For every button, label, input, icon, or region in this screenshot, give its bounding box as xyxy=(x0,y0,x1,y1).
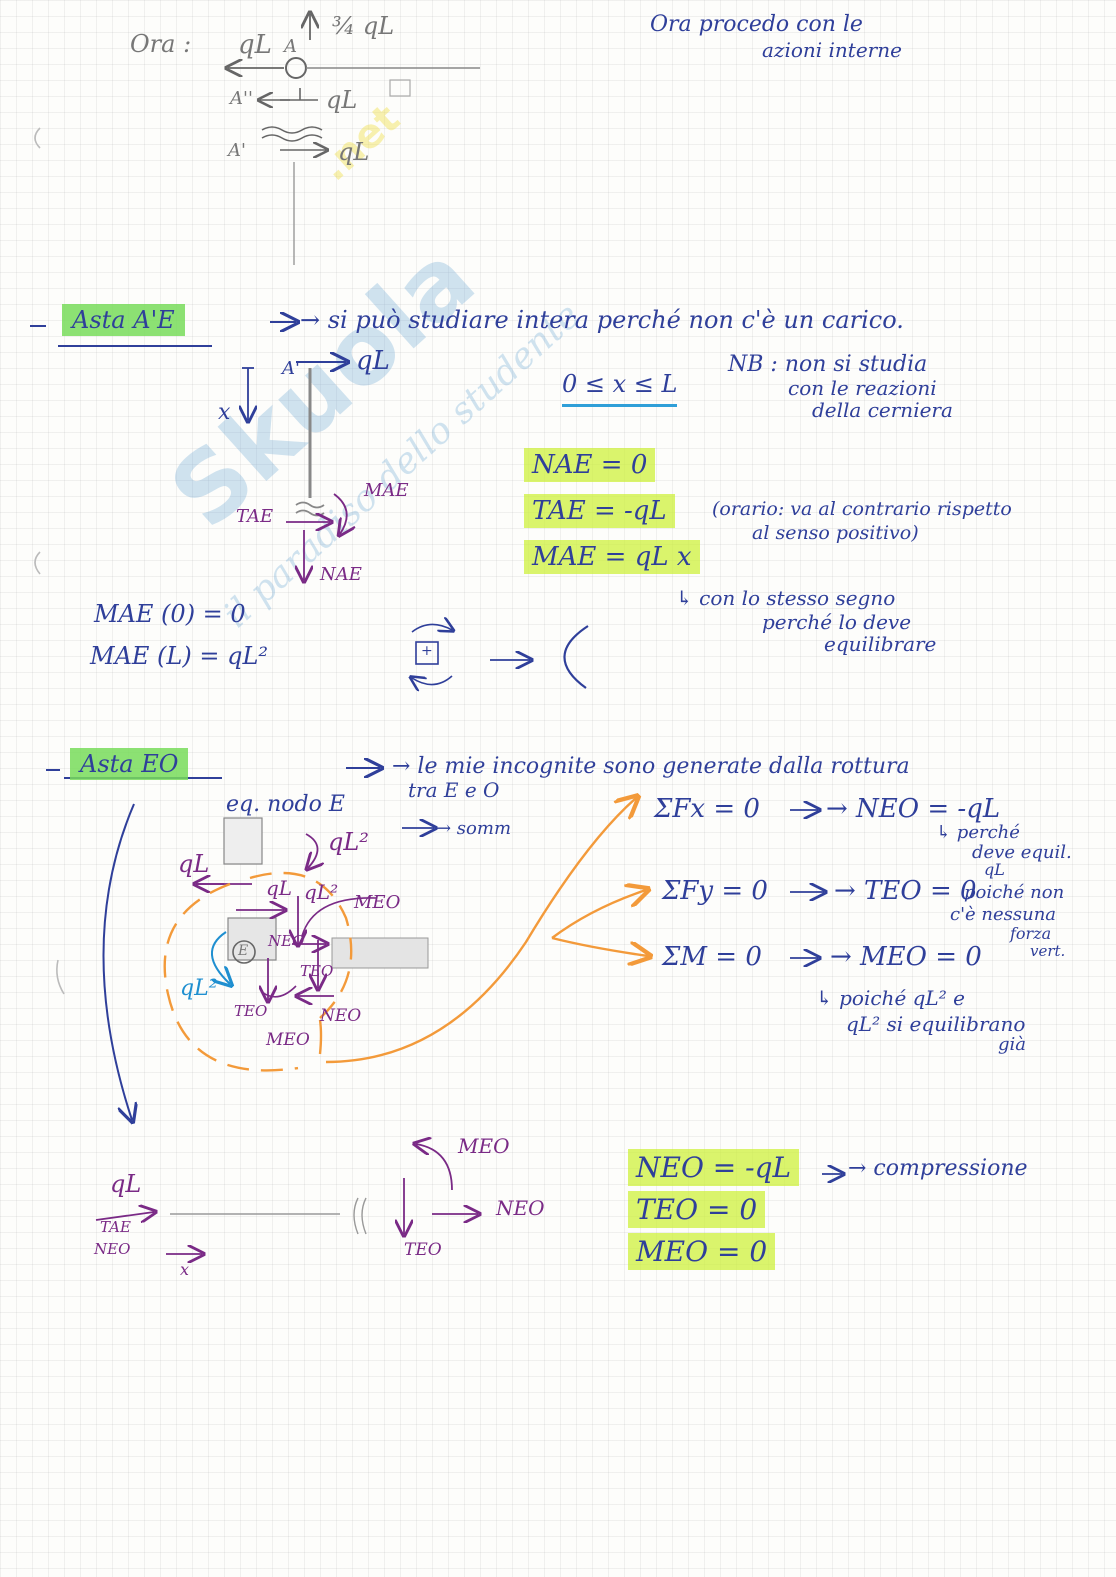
cut-meo: MEO xyxy=(458,1134,510,1158)
eo-res-fy: → TEO = 0 xyxy=(834,876,977,906)
eo-arrow-note-line2: tra E e O xyxy=(408,778,500,802)
final-n-text: NEO = -qL xyxy=(628,1149,800,1186)
ae-m-note-line1: ↳ con lo stesso segno xyxy=(676,586,896,610)
eo-fx-note-line2: deve equil. xyxy=(972,842,1072,863)
beam-x: x xyxy=(180,1260,190,1279)
header-ora: Ora : xyxy=(130,30,192,58)
eo-ql-left: qL xyxy=(178,850,210,878)
header-hinge-sketch xyxy=(228,14,480,265)
header-a-label: A xyxy=(284,36,297,57)
eo-e-label: E xyxy=(238,943,249,959)
ae-ml: MAE (L) = qL² xyxy=(90,642,269,670)
header-a-prime: A' xyxy=(228,140,246,161)
eo-sum-m: ΣM = 0 xyxy=(662,942,762,972)
eo-sum-fy: ΣFy = 0 xyxy=(662,876,768,906)
header-ql-top: qL xyxy=(238,30,272,60)
ae-eq-n-text: NAE = 0 xyxy=(524,448,656,482)
ae-range-text: 0 ≤ x ≤ L xyxy=(562,370,678,407)
ae-nb-line1: NB : non si studia xyxy=(728,352,928,377)
ae-n-label: NAE xyxy=(320,564,362,585)
beam-eo-sketch xyxy=(95,1144,478,1254)
final-m: MEO = 0 xyxy=(628,1233,776,1270)
header-note-line2: azioni interne xyxy=(762,38,902,62)
beam-tae: TAE xyxy=(100,1218,131,1236)
eo-fy-note-line4: vert. xyxy=(1030,942,1066,960)
eo-somm: → somm xyxy=(436,818,512,839)
eo-meo-top: MEO xyxy=(354,892,401,913)
eo-ql2-cyan: qL² xyxy=(180,976,218,1001)
final-m-text: MEO = 0 xyxy=(628,1233,776,1270)
eo-res-fx: → NEO = -qL xyxy=(826,794,1001,824)
ae-m-note-line2: perché lo deve xyxy=(762,610,912,634)
ae-a-prime: A' xyxy=(282,358,300,379)
eo-ql2-top: qL² xyxy=(328,828,369,856)
header-a-double: A'' xyxy=(230,88,253,109)
asta-ae-note: → si può studiare intera perché non c'è … xyxy=(300,306,904,334)
asta-ae-title: Asta A'E xyxy=(62,304,185,336)
eo-fx-note-line3: qL xyxy=(984,860,1005,879)
ae-eq-n: NAE = 0 xyxy=(524,448,656,482)
ae-eq-t: TAE = -qL xyxy=(524,494,675,528)
sign-convention-sketch xyxy=(412,624,589,688)
ae-range: 0 ≤ x ≤ L xyxy=(562,370,678,407)
final-n-note: → compressione xyxy=(848,1156,1028,1181)
cut-neo: NEO xyxy=(496,1196,545,1220)
final-t-text: TEO = 0 xyxy=(628,1191,766,1228)
eo-sum-fx: ΣFx = 0 xyxy=(654,794,760,824)
eo-m-note-line1: ↳ poiché qL² e xyxy=(816,986,965,1010)
header-note-line1: Ora procedo con le xyxy=(650,12,863,37)
eo-teo-left: TEO xyxy=(234,1002,268,1020)
asta-eo-title: Asta EO xyxy=(70,748,189,780)
ae-eq-t-text: TAE = -qL xyxy=(524,494,675,528)
final-t: TEO = 0 xyxy=(628,1191,766,1228)
eo-m-note-line2: qL² si equilibrano xyxy=(846,1012,1026,1036)
ae-m0: MAE (0) = 0 xyxy=(94,600,246,628)
beam-neo: NEO xyxy=(94,1240,131,1258)
ae-m-note-line3: equilibrare xyxy=(824,632,937,656)
eo-m-note-line3: già xyxy=(998,1034,1027,1055)
header-three-quarters: ¾ qL xyxy=(332,12,395,40)
eo-res-m: → MEO = 0 xyxy=(830,942,982,972)
cut-teo: TEO xyxy=(404,1240,442,1260)
eo-ql-inner: qL xyxy=(266,876,293,900)
eo-meo-bottom: MEO xyxy=(266,1030,310,1050)
eo-fy-note-line3: forza xyxy=(1010,924,1052,943)
eo-ql2-inner: qL² xyxy=(304,880,339,904)
ae-bar-sketch xyxy=(242,362,347,580)
beam-ql: qL xyxy=(110,1170,142,1198)
ae-ql: qL xyxy=(356,346,390,376)
ae-eq-m-text: MAE = qL x xyxy=(524,540,700,574)
eo-fy-note-line2: c'è nessuna xyxy=(950,904,1057,925)
ae-plus-sign: + xyxy=(421,643,433,659)
eo-fx-note-line1: ↳ perché xyxy=(936,822,1020,843)
eo-teo-right: TEO xyxy=(300,962,334,980)
ae-t-note-line1: (orario: va al contrario rispetto xyxy=(712,498,1012,520)
ae-t-note-line2: al senso positivo) xyxy=(752,522,919,544)
asta-eo-title-text: Asta EO xyxy=(70,748,189,780)
ae-nb-line3: della cerniera xyxy=(812,398,953,422)
final-n: NEO = -qL xyxy=(628,1149,800,1186)
ae-x: x xyxy=(218,400,231,425)
eo-eq-node: eq. nodo E xyxy=(226,792,345,817)
ae-nb-line2: con le reazioni xyxy=(788,376,937,400)
eo-arrow-note-line1: → le mie incognite sono generate dalla r… xyxy=(392,754,910,779)
node-e-sketch xyxy=(163,817,434,1072)
ae-eq-m: MAE = qL x xyxy=(524,540,700,574)
header-ql-low: qL xyxy=(338,138,370,166)
header-ql-mid: qL xyxy=(326,86,358,114)
ae-m-label: MAE xyxy=(364,480,409,501)
eo-neo-inner: NEO xyxy=(268,932,305,950)
eo-fy-note-line1: poiché non xyxy=(964,882,1065,903)
ae-t-label: TAE xyxy=(236,506,274,527)
eo-neo-right: NEO xyxy=(320,1006,362,1026)
asta-ae-title-text: Asta A'E xyxy=(62,304,185,336)
equilibrium-branches xyxy=(325,798,648,1064)
